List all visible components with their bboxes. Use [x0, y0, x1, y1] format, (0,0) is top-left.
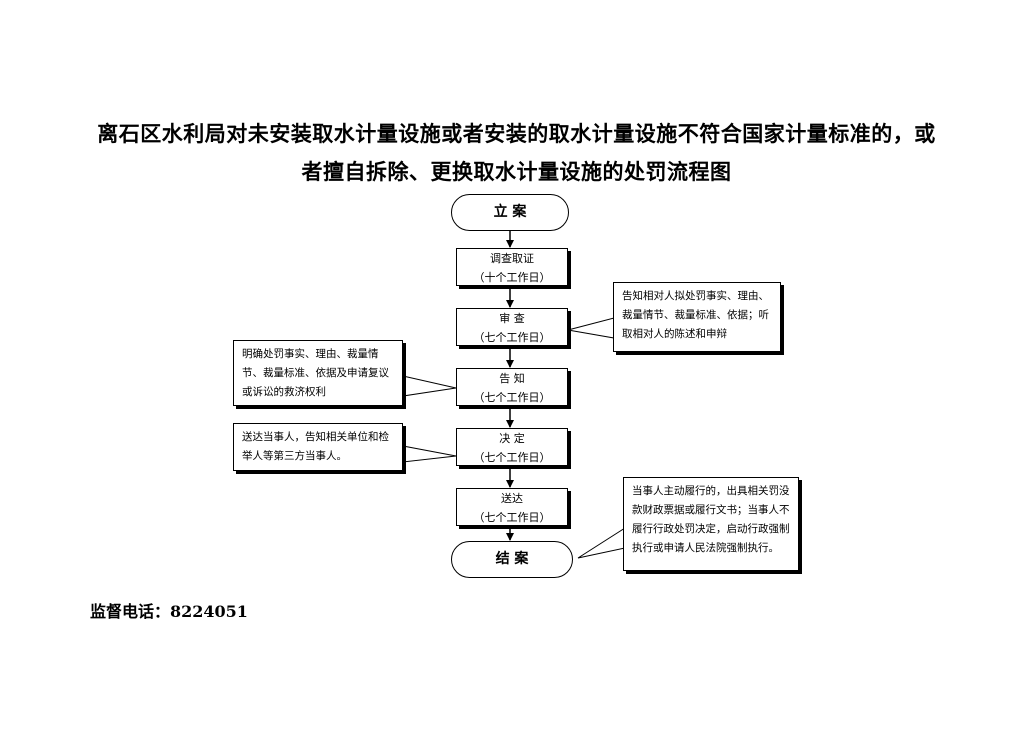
callout-tail-inform [402, 375, 457, 397]
note-review: 告知相对人拟处罚事实、理由、裁量情节、裁量标准、依据；听取相对人的陈述和申辩 [613, 282, 781, 352]
flow-step-inform: 告 知 （七个工作日） [456, 368, 568, 406]
note-close: 当事人主动履行的，出具相关罚没款财政票据或履行文书；当事人不履行行政处罚决定，启… [623, 477, 799, 571]
flow-step-decision: 决 定 （七个工作日） [456, 428, 568, 466]
flow-step-label: 审 查 [499, 312, 525, 325]
flow-start-terminal: 立 案 [451, 194, 569, 231]
flow-step-label: 调查取证 [490, 252, 534, 265]
callout-tail-review [567, 317, 615, 339]
flow-step-duration: （七个工作日） [473, 331, 551, 344]
page-title-line-1: 离石区水利局对未安装取水计量设施或者安装的取水计量设施不符合国家计量标准的，或 [97, 121, 936, 146]
flow-step-label: 决 定 [499, 432, 525, 445]
flow-step-duration: （七个工作日） [473, 451, 551, 464]
flow-step-investigate: 调查取证 （十个工作日） [456, 248, 568, 286]
flow-step-label: 告 知 [499, 372, 525, 385]
callout-tail-decision [402, 445, 457, 463]
note-inform: 明确处罚事实、理由、裁量情节、裁量标准、依据及申请复议或诉讼的救济权利 [233, 340, 403, 406]
callout-tail-close [577, 527, 626, 559]
flow-step-duration: （十个工作日） [473, 271, 551, 284]
flow-step-label: 送达 [501, 492, 523, 505]
flow-step-duration: （七个工作日） [473, 511, 551, 524]
supervision-phone: 监督电话：8224051 [90, 602, 248, 621]
flow-step-delivery: 送达 （七个工作日） [456, 488, 568, 526]
note-decision: 送达当事人，告知相关单位和检举人等第三方当事人。 [233, 423, 403, 471]
page-title-line-2: 者擅自拆除、更换取水计量设施的处罚流程图 [301, 159, 732, 184]
flow-end-terminal: 结 案 [451, 541, 573, 578]
flow-step-review: 审 查 （七个工作日） [456, 308, 568, 346]
flow-step-duration: （七个工作日） [473, 391, 551, 404]
